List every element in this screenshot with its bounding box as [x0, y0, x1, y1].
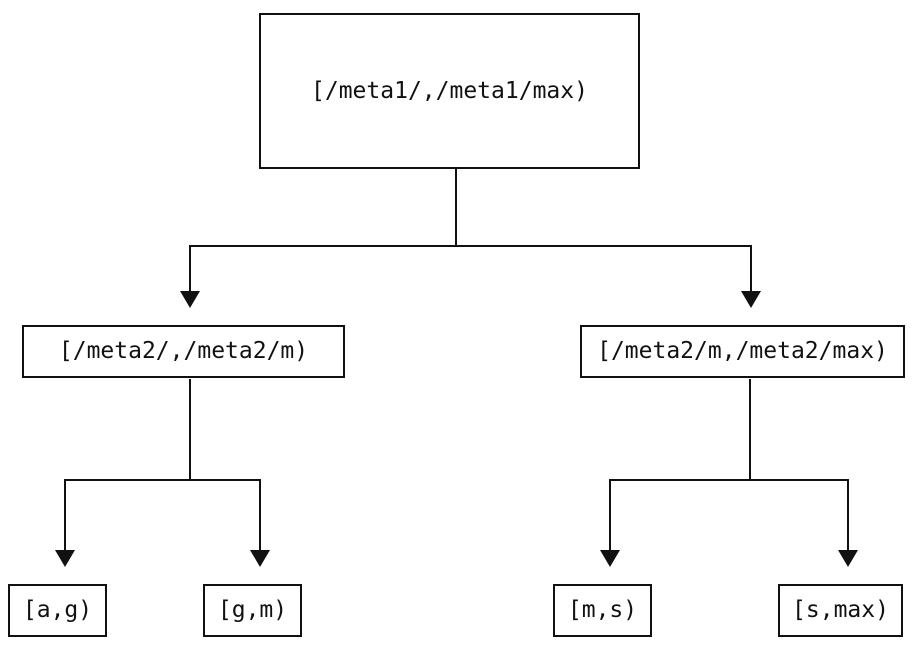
tree-node-leaf-ag-label: [a,g)	[22, 597, 93, 623]
tree-node-leaf-ms-label: [m,s)	[567, 597, 638, 623]
tree-node-left-child: [/meta2/,/meta2/m)	[22, 325, 345, 378]
tree-node-leaf-smax-label: [s,max)	[792, 597, 889, 623]
arrowhead-leaf-ag	[55, 550, 75, 567]
tree-node-leaf-ag: [a,g)	[8, 584, 107, 637]
tree-node-left-child-label: [/meta2/,/meta2/m)	[58, 338, 309, 364]
tree-node-root-label: [/meta1/,/meta1/max)	[311, 77, 588, 104]
tree-node-leaf-gm-label: [g,m)	[217, 597, 288, 623]
arrowhead-leaf-gm	[250, 550, 270, 567]
tree-node-right-child: [/meta2/m,/meta2/max)	[580, 325, 905, 378]
arrowhead-leaf-ms	[600, 550, 620, 567]
arrowhead-leaf-smax	[838, 550, 858, 567]
arrowhead-left-child	[180, 291, 200, 308]
tree-node-right-child-label: [/meta2/m,/meta2/max)	[597, 338, 888, 364]
tree-node-leaf-gm: [g,m)	[203, 584, 302, 637]
arrowhead-right-child	[741, 291, 761, 308]
tree-node-root: [/meta1/,/meta1/max)	[259, 13, 640, 169]
tree-node-leaf-smax: [s,max)	[778, 584, 903, 637]
tree-node-leaf-ms: [m,s)	[553, 584, 652, 637]
